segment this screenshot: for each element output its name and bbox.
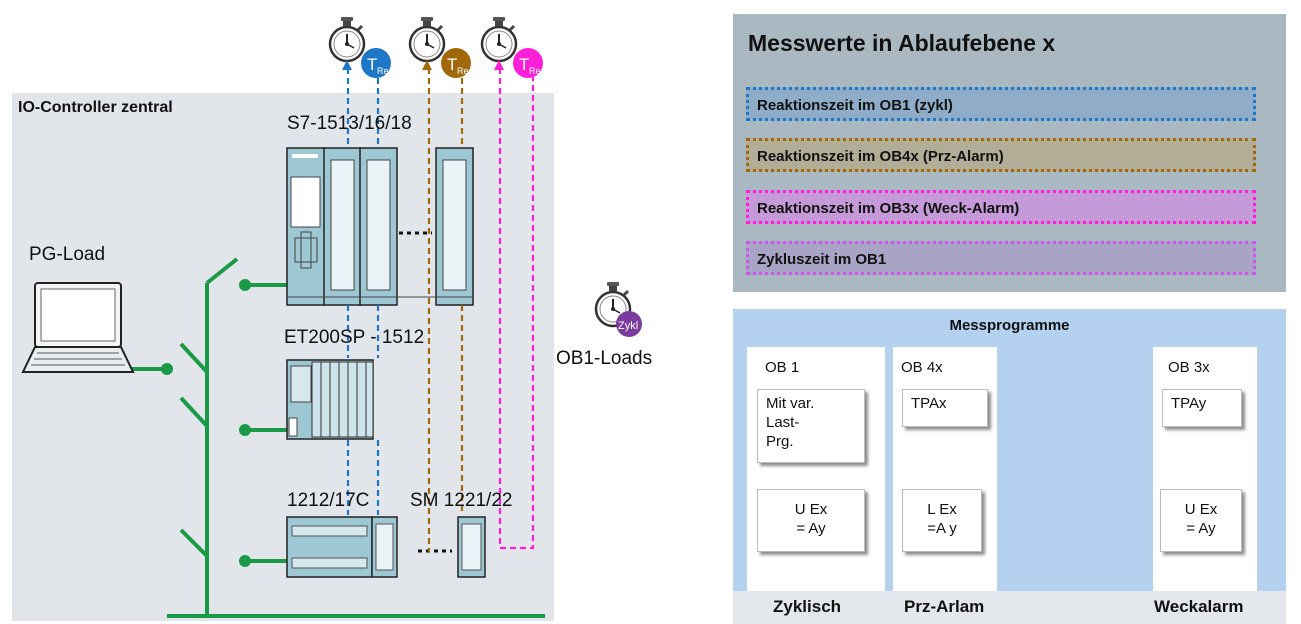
ob3x-label: OB 3x <box>1168 359 1210 376</box>
ob1-box1-line: Prg. <box>766 433 794 450</box>
svg-text:Zykl: Zykl <box>618 320 638 332</box>
interrupt-bar <box>733 591 1286 624</box>
et200sp-label: ET200SP - 1512 <box>284 327 425 348</box>
s7-1200-station <box>286 516 486 578</box>
svg-text:T: T <box>447 55 457 74</box>
ob1-box1-line: Mit var. <box>766 395 815 412</box>
ob3x-column <box>1153 347 1257 591</box>
ob3x-tpa-box: TPAy <box>1162 389 1242 427</box>
io-controller-title: IO-Controller zentral <box>18 99 173 116</box>
measurement-row-cycle: Zykluszeit im OB1 <box>746 241 1256 275</box>
ob3x-box2-line: = Ay <box>1186 520 1216 537</box>
weckalarm-label: Weckalarm <box>1154 597 1244 616</box>
stopwatch-icon-ob1: T Rea <box>328 15 394 78</box>
stopwatch-icon-ob4x: T Rea <box>408 15 474 78</box>
ob1-box2-line: U Ex <box>794 501 828 518</box>
svg-text:Rea: Rea <box>377 66 394 76</box>
sm-module-label: SM 1221/22 <box>410 490 513 511</box>
ob4x-box1-line: TPAx <box>911 395 947 412</box>
laptop-icon <box>21 282 135 373</box>
zyklisch-label: Zyklisch <box>773 597 842 616</box>
ob3x-box1-line: TPAy <box>1171 395 1207 412</box>
svg-text:Rea: Rea <box>457 66 474 76</box>
ob4x-tpa-box: TPAx <box>902 389 988 427</box>
stopwatch-icon-ob3x: T Rea <box>480 15 546 78</box>
measurement-row-ob3x: Reaktionszeit im OB3x (Weck-Alarm) <box>746 190 1256 224</box>
ob1-column <box>747 347 885 591</box>
ob4x-box2-line: L Ex <box>927 501 957 518</box>
svg-text:T: T <box>367 55 377 74</box>
cpu-label: S7-1513/16/18 <box>287 113 412 134</box>
s7-1500-rack <box>286 147 474 306</box>
ob1-io-box: U Ex = Ay <box>757 489 865 552</box>
ob3x-box2-line: U Ex <box>1184 501 1218 518</box>
et200sp-station <box>286 359 374 440</box>
ob4x-box2-line: =A y <box>927 520 957 537</box>
ob3x-io-box: U Ex = Ay <box>1160 489 1242 552</box>
programs-title: Messprogramme <box>949 317 1070 334</box>
pg-load-label: PG-Load <box>29 244 106 265</box>
profinet-bus <box>128 257 545 618</box>
measurements-title: Messwerte in Ablaufebene x <box>748 30 1056 56</box>
ob4x-io-box: L Ex =A y <box>902 489 982 552</box>
ob1-label: OB 1 <box>765 359 800 376</box>
ob1-box1-line: Last- <box>766 414 800 431</box>
prz-alarm-label: Prz-Arlam <box>904 597 985 616</box>
s7-1200-label: 1212/17C <box>287 490 370 511</box>
ob1-box2-line: = Ay <box>796 520 826 537</box>
ob1-loads-label: OB1-Loads <box>556 348 653 369</box>
measurement-wires <box>346 68 535 552</box>
svg-text:T: T <box>519 55 529 74</box>
ob4x-label: OB 4x <box>901 359 943 376</box>
ob1-load-program-box: Mit var. Last- Prg. <box>757 389 865 463</box>
svg-text:Rea: Rea <box>529 66 546 76</box>
ob4x-column <box>893 347 997 591</box>
measurement-row-ob1: Reaktionszeit im OB1 (zykl) <box>746 87 1256 121</box>
measurement-row-ob4x: Reaktionszeit im OB4x (Prz-Alarm) <box>746 138 1256 172</box>
stopwatch-icon-zykl: Zykl <box>594 280 642 337</box>
